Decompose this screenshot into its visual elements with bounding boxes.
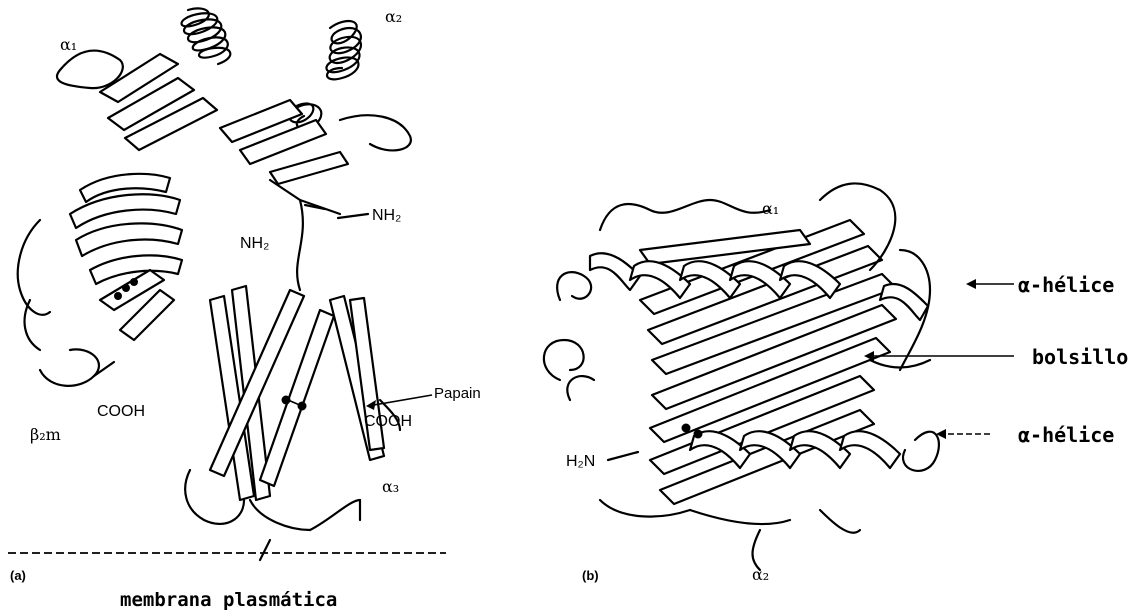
panel-a-label: (a) bbox=[10, 568, 26, 583]
label-cooh-left: COOH bbox=[97, 403, 145, 420]
callout-pocket: bolsillo bbox=[1032, 345, 1128, 369]
helix-top-arrow-head-icon bbox=[966, 279, 976, 289]
h2n-leader bbox=[608, 452, 638, 460]
nh2-top-leader bbox=[338, 214, 368, 218]
label-a-alpha3: α₃ bbox=[382, 477, 399, 496]
label-b-alpha2: α₂ bbox=[752, 565, 769, 584]
label-nh2-mid: NH₂ bbox=[240, 235, 269, 252]
label-cooh-right: COOH bbox=[364, 413, 412, 430]
panel-b-diagram: α₁ α₂ H₂N α-hélice bolsillo α-hélice (b) bbox=[544, 183, 1128, 584]
panel-b-label: (b) bbox=[582, 568, 599, 583]
label-a-alpha1: α₁ bbox=[60, 35, 77, 54]
label-b-alpha1: α₁ bbox=[762, 199, 779, 218]
panel-a-diagram: α₁ α₂ NH₂ NH₂ Papain COOH COOH β₂m α₃ (a… bbox=[8, 7, 481, 611]
panel-a-beta2m-domain bbox=[18, 174, 182, 386]
label-nh2-top: NH₂ bbox=[372, 207, 401, 224]
panel-a-connecting-loop bbox=[297, 200, 303, 290]
label-a-alpha2: α₂ bbox=[385, 7, 402, 26]
label-papain: Papain bbox=[434, 385, 481, 402]
label-h2n: H₂N bbox=[566, 453, 595, 470]
panel-b-beta-sheet bbox=[640, 220, 896, 504]
callout-helix-top: α-hélice bbox=[1018, 273, 1114, 297]
membrane-label: membrana plasmática bbox=[120, 589, 337, 611]
callout-helix-bottom: α-hélice bbox=[1018, 423, 1114, 447]
label-beta2m: β₂m bbox=[30, 425, 61, 444]
